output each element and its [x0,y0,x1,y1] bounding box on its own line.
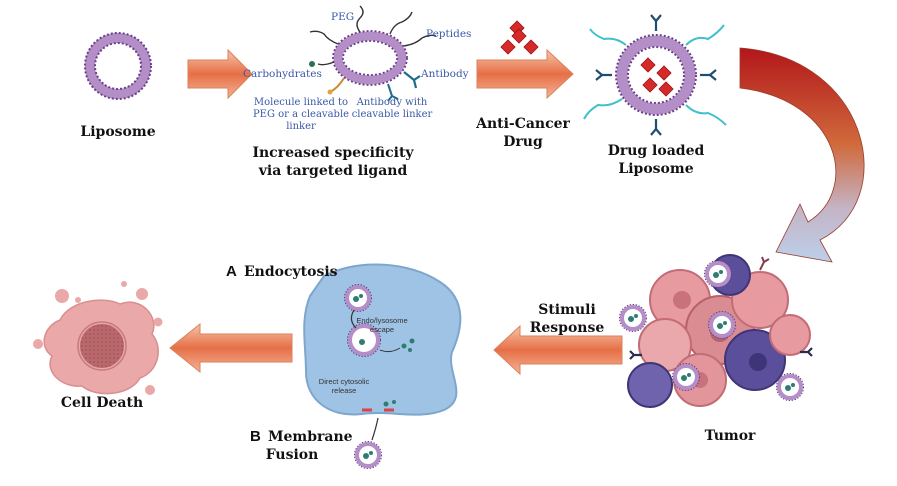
molecule-linked-label-1: Molecule linked to [254,97,348,108]
molecule-linked-label-3: linker [286,121,316,132]
drug-loaded-liposome [583,14,727,136]
fusion-letter: B [250,428,261,445]
carbohydrates-label: Carbohydrates [243,68,322,80]
drug-loaded-label-2: Liposome [618,161,693,177]
molecule-linked-label-2: PEG or a cleavable [253,109,349,120]
antibody-linker-label-1: Antibody with [356,97,428,108]
peg-label: PEG [331,11,354,23]
specificity-label-2: via targeted ligand [258,163,408,179]
arrow-stimuli-response [493,324,623,376]
direct-release-label-2: release [332,386,357,395]
fusion-label-2: Fusion [266,447,319,463]
endocytosis-label: Endocytosis [244,264,338,280]
stimuli-label-2: Response [530,320,605,336]
specificity-label-1: Increased specificity [252,145,414,161]
antibody-linker-label-2: cleavable linker [352,109,433,120]
drug-loaded-label-1: Drug loaded [608,143,705,159]
cell-death-label: Cell Death [61,395,143,411]
anticancer-drug-icon [500,20,539,55]
anticancer-label-1: Anti-Cancer [475,116,570,132]
target-cell [303,263,462,416]
curved-arrow-to-tumor [739,47,865,263]
stimuli-label-1: Stimuli [538,302,596,318]
arrow-to-targeted [187,48,253,100]
endo-escape-label-2: escape [370,325,394,334]
endocytosis-letter: A [226,263,237,280]
tumor-label: Tumor [705,428,756,444]
antibody-label: Antibody [420,68,469,80]
plain-liposome [85,33,151,99]
endo-escape-label-1: Endo/lysosome [356,316,407,325]
peptides-label: Peptides [426,28,471,40]
anticancer-label-2: Drug [503,134,543,150]
direct-release-label-1: Direct cytosolic [319,377,370,386]
targeted-liposome [309,5,437,102]
fusing-liposome [352,439,384,471]
arrow-to-drug-loaded [476,48,574,100]
liposome-label: Liposome [80,124,155,140]
arrow-to-cell-death [169,322,293,374]
tumor-cluster [617,254,813,408]
fusion-label-1: Membrane [268,429,353,445]
dead-cell [33,281,163,395]
